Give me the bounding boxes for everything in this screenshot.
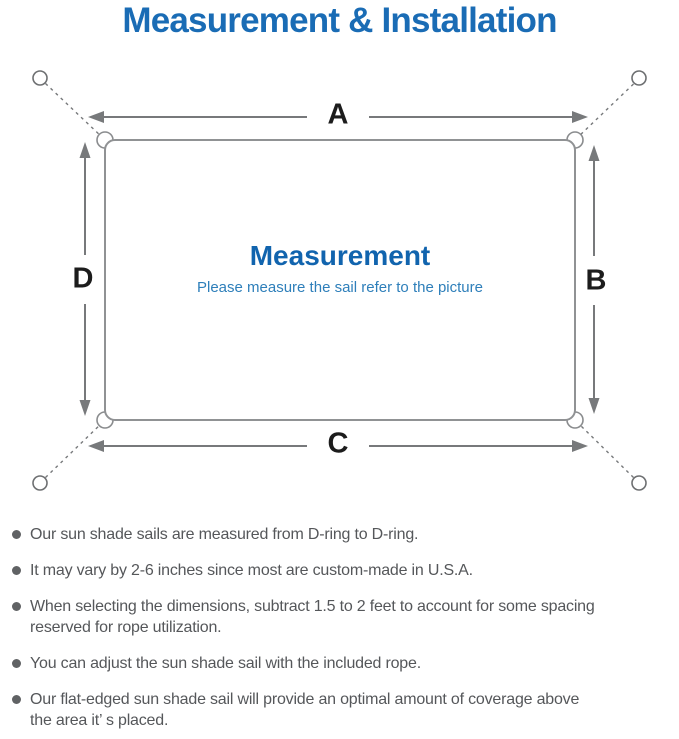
- dimension-label-b: B: [585, 264, 607, 297]
- list-item: When selecting the dimensions, subtract …: [12, 596, 672, 638]
- arrowhead-icon: [88, 440, 104, 452]
- anchor-ring-icon: [631, 475, 647, 491]
- notes-list: Our sun shade sails are measured from D-…: [12, 524, 672, 739]
- sail-outline: [104, 139, 576, 421]
- rope-dashed-line-bottom-left: [45, 421, 104, 479]
- bullet-icon: [12, 659, 21, 668]
- arrowhead-icon: [88, 111, 104, 123]
- list-item: It may vary by 2-6 inches since most are…: [12, 560, 672, 581]
- diagram-subheading: Please measure the sail refer to the pic…: [197, 279, 483, 297]
- arrowhead-icon: [588, 145, 600, 161]
- page-title: Measurement & Installation: [122, 1, 557, 40]
- list-item: You can adjust the sun shade sail with t…: [12, 653, 672, 674]
- bullet-icon: [12, 530, 21, 539]
- note-text: You can adjust the sun shade sail with t…: [30, 655, 421, 672]
- anchor-rings: [32, 70, 647, 491]
- note-text: Our flat-edged sun shade sail will provi…: [30, 691, 580, 729]
- dimension-label-a: A: [327, 98, 349, 131]
- list-item: Our flat-edged sun shade sail will provi…: [12, 689, 672, 731]
- rope-dashed-line-top-right: [576, 83, 634, 139]
- diagram-center-text: Measurement Please measure the sail refe…: [105, 240, 575, 296]
- rope-lines: [45, 82, 634, 479]
- note-text: When selecting the dimensions, subtract …: [30, 598, 595, 636]
- arrowhead-icon: [79, 400, 91, 416]
- arrowhead-icon: [588, 398, 600, 414]
- rope-dashed-line-bottom-right: [576, 421, 634, 478]
- arrowhead-icon: [79, 142, 91, 158]
- bullet-icon: [12, 695, 21, 704]
- note-text: Our sun shade sails are measured from D-…: [30, 526, 419, 543]
- list-item: Our sun shade sails are measured from D-…: [12, 524, 672, 545]
- bullet-icon: [12, 602, 21, 611]
- dimension-arrow-lines: [84, 116, 595, 447]
- arrowhead-icon: [572, 111, 588, 123]
- diagram-heading: Measurement: [249, 240, 431, 271]
- dimension-label-c: C: [327, 427, 349, 460]
- dimension-label-d: D: [72, 262, 94, 295]
- arrowheads: [79, 111, 600, 452]
- anchor-ring-icon: [631, 70, 647, 86]
- anchor-ring-icon: [32, 475, 48, 491]
- anchor-ring-icon: [32, 70, 48, 86]
- rope-dashed-line-top-left: [45, 82, 104, 139]
- arrowhead-icon: [572, 440, 588, 452]
- note-text: It may vary by 2-6 inches since most are…: [30, 562, 473, 579]
- bullet-icon: [12, 566, 21, 575]
